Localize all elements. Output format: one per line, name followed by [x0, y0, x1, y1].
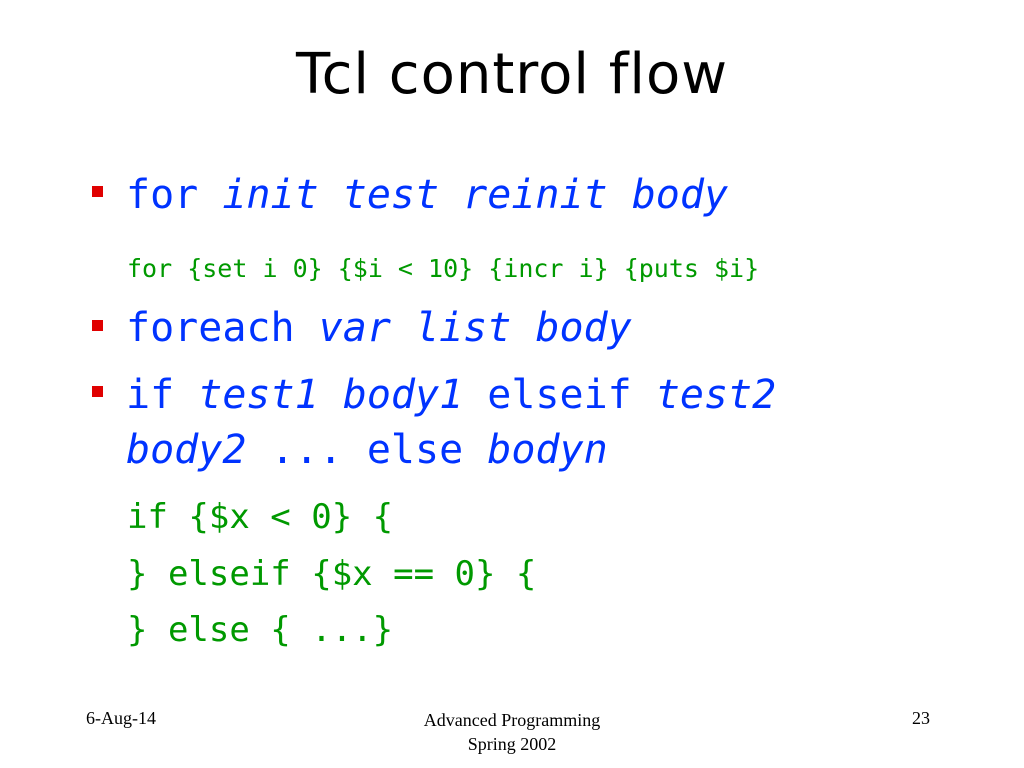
foreach-keyword: foreach	[126, 305, 319, 351]
footer-date: 6-Aug-14	[86, 708, 156, 728]
bullet-if-line2: body2 ... else bodyn	[126, 427, 608, 473]
if-test2: test2	[655, 372, 777, 418]
footer-term: Spring 2002	[467, 734, 557, 754]
elseif-keyword: elseif	[463, 372, 656, 418]
bullet-marker-2	[92, 320, 103, 331]
if-bodyn: bodyn	[487, 427, 608, 473]
bullet-foreach: foreach var list body	[126, 305, 632, 351]
for-example: for {set i 0} {$i < 10} {incr i} {puts $…	[127, 254, 760, 283]
if-example-line-3: } else { ...}	[127, 610, 394, 650]
footer-course-name: Advanced Programming	[423, 710, 601, 730]
if-test1-body1: test1 body1	[198, 372, 464, 418]
slide-title: Tcl control flow	[295, 42, 729, 107]
footer-page-number: 23	[912, 708, 930, 728]
if-example-line-2: } elseif {$x == 0} {	[127, 554, 537, 594]
if-body2: body2	[126, 427, 247, 473]
footer-course: Advanced Programming Spring 2002	[362, 708, 662, 756]
if-keyword: if	[126, 372, 199, 418]
for-args: init test reinit body	[222, 172, 729, 218]
bullet-marker-1	[92, 186, 103, 197]
bullet-for: for init test reinit body	[126, 172, 728, 218]
for-keyword: for	[126, 172, 223, 218]
bullet-marker-3	[92, 386, 103, 397]
if-example-line-1: if {$x < 0} {	[127, 497, 394, 537]
else-keyword: ... else	[246, 427, 488, 473]
foreach-args: var list body	[318, 305, 632, 351]
bullet-if-line1: if test1 body1 elseif test2	[126, 372, 776, 418]
